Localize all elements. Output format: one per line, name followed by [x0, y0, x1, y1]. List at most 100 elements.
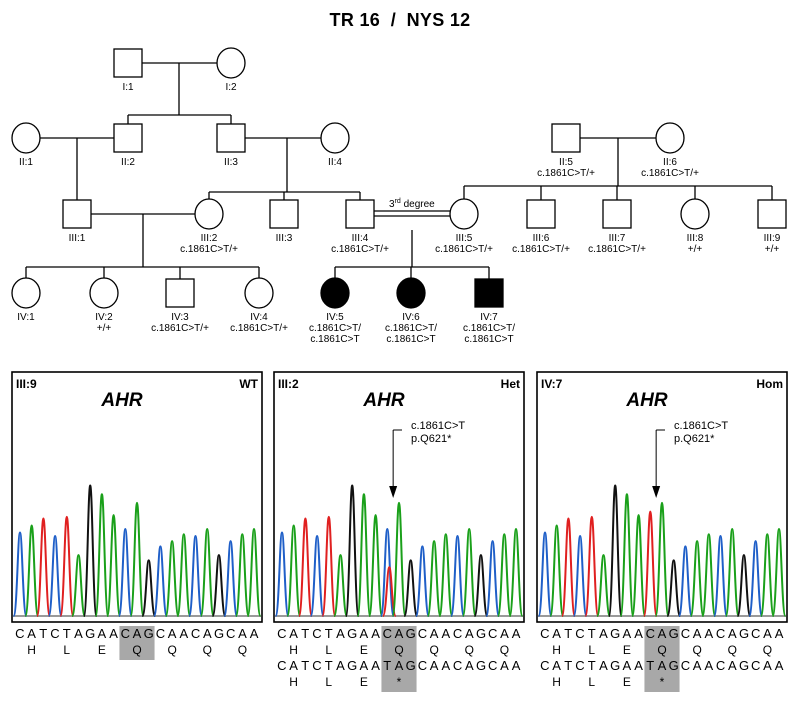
amino-acid: Q: [728, 643, 737, 657]
dna-base-mutant: A: [442, 658, 451, 673]
dna-base-mutant: A: [634, 658, 643, 673]
dna-base-mutant: A: [395, 658, 404, 673]
protein-change-label: p.Q621*: [674, 433, 715, 445]
gene-label: AHR: [362, 390, 404, 411]
dna-base: A: [395, 626, 404, 641]
chromatogram-peak: [47, 534, 63, 617]
chromatogram-peak: [631, 514, 647, 617]
amino-acid-mutant: H: [552, 675, 561, 689]
dna-base: A: [289, 626, 298, 641]
dna-base: A: [763, 626, 772, 641]
dna-base-mutant: G: [406, 658, 416, 673]
dna-base-mutant: A: [599, 658, 608, 673]
chromatogram-peak: [485, 540, 501, 617]
dna-base: A: [728, 626, 737, 641]
chromatogram-peak: [344, 484, 360, 617]
individual-id: II:3: [224, 157, 238, 168]
arrow-head-icon: [652, 486, 661, 498]
individual-id: II:1: [19, 157, 33, 168]
dna-base-mutant: A: [360, 658, 369, 673]
genotype-label: c.1861C>T: [464, 334, 513, 345]
dna-base: A: [98, 626, 107, 641]
amino-acid-mutant: E: [360, 675, 368, 689]
dna-base: A: [599, 626, 608, 641]
dna-base-mutant: A: [775, 658, 784, 673]
amino-acid: L: [588, 643, 595, 657]
chromatogram-peak: [356, 493, 372, 617]
genotype-label: c.1861C>T: [310, 334, 359, 345]
genotype-label: +/+: [765, 244, 780, 255]
chromatogram-peak: [12, 531, 28, 617]
pedigree-individual: IV:4c.1861C>T/+: [230, 277, 288, 334]
chromatogram-peak: [309, 534, 325, 617]
pedigree-individual: II:1: [11, 122, 41, 168]
pedigree-individual: III:7c.1861C>T/+: [588, 199, 646, 255]
dna-base-mutant: C: [681, 658, 690, 673]
pedigree-individual: III:6c.1861C>T/+: [512, 199, 570, 255]
amino-acid: Q: [657, 643, 666, 657]
dna-base-mutant: A: [430, 658, 439, 673]
sample-label: III:9: [16, 377, 37, 391]
dna-base: A: [74, 626, 83, 641]
pedigree-individual: III:5c.1861C>T/+: [435, 198, 493, 255]
individual-id: IV:7: [480, 312, 498, 323]
dna-base-mutant: A: [500, 658, 509, 673]
pedigree-individual: III:9+/+: [757, 199, 787, 255]
male-square-icon: [113, 123, 143, 153]
dna-base: A: [250, 626, 259, 641]
chromatogram-peak: [379, 527, 395, 617]
male-square-icon: [602, 199, 632, 229]
dna-base: A: [705, 626, 714, 641]
chromatogram-peak: [176, 533, 192, 617]
chromatogram-peak: [117, 527, 133, 617]
dna-base-mutant: T: [383, 658, 391, 673]
chromatogram-peak: [736, 554, 752, 617]
amino-acid: Q: [203, 643, 212, 657]
dna-base-mutant: C: [312, 658, 321, 673]
dna-base-mutant: A: [336, 658, 345, 673]
dna-base-mutant: G: [476, 658, 486, 673]
dna-base: A: [693, 626, 702, 641]
pedigree-individual: II:2: [113, 123, 143, 168]
dna-base: A: [775, 626, 784, 641]
genotype-label: c.1861C>T/+: [180, 244, 238, 255]
pedigree-individual: I:2: [216, 47, 246, 93]
pedigree-individual: III:1: [62, 199, 92, 244]
chromatogram-peak: [368, 514, 384, 617]
zygosity-label: Hom: [756, 377, 783, 391]
genotype-label: c.1861C>T: [386, 334, 435, 345]
dna-base: C: [121, 626, 130, 641]
dna-base: A: [371, 626, 380, 641]
dna-base-mutant: A: [763, 658, 772, 673]
dna-base-mutant: A: [552, 658, 561, 673]
dna-base-mutant: A: [371, 658, 380, 673]
pedigree-individual: II:6c.1861C>T/+: [641, 122, 699, 179]
chromatogram-peak: [461, 527, 477, 617]
chromatogram-peak: [94, 493, 110, 617]
codon-highlight: [119, 626, 155, 660]
female-circle-icon: [449, 198, 479, 230]
dna-base: C: [156, 626, 165, 641]
chromatogram-peak: [666, 559, 682, 617]
pedigree-individual: II:3: [216, 123, 246, 168]
dna-base: A: [27, 626, 36, 641]
dna-base: G: [610, 626, 620, 641]
chromatogram-peak: [297, 517, 313, 617]
pedigree-individual: II:4: [320, 122, 350, 168]
chromatogram-peak: [274, 531, 290, 617]
dna-base: A: [336, 626, 345, 641]
chromatogram-peak: [572, 534, 588, 617]
amino-acid-mutant: *: [660, 675, 665, 689]
pedigree-individual: IV:7c.1861C>T/c.1861C>T: [463, 278, 515, 345]
chromatogram-peak: [24, 524, 40, 617]
amino-acid: Q: [394, 643, 403, 657]
chromatogram-peak: [246, 527, 262, 617]
dna-base: A: [109, 626, 118, 641]
amino-acid-mutant: H: [289, 675, 298, 689]
dna-base: G: [406, 626, 416, 641]
mutation-label: c.1861C>T: [674, 420, 728, 432]
dna-base: G: [476, 626, 486, 641]
chromatogram-peak: [508, 527, 524, 617]
